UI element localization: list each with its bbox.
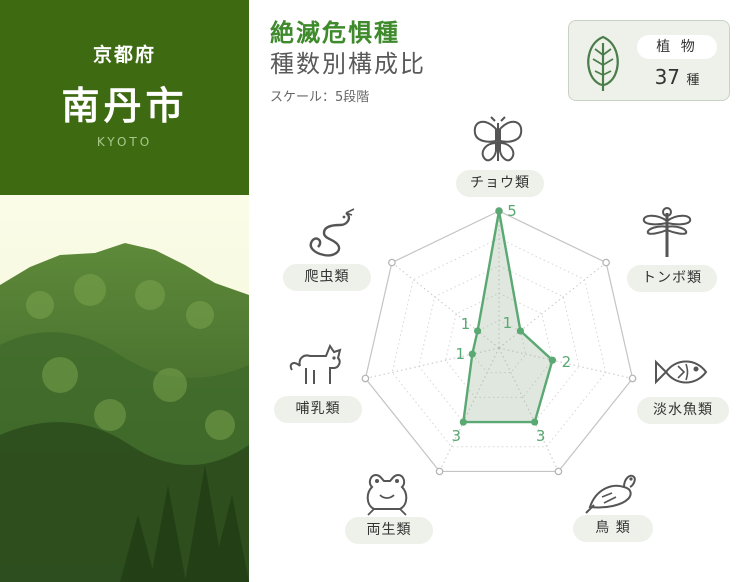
data-point-6 <box>473 327 482 335</box>
city-title-block: 京都府 南丹市 KYOTO <box>0 0 249 195</box>
radar-grid-ring <box>471 320 527 374</box>
data-point-3 <box>531 418 539 426</box>
fish-icon <box>655 359 708 385</box>
radar-axis-end-dot <box>628 374 637 383</box>
category-label-0: チョウ類 <box>456 170 544 197</box>
data-value-label-4: 3 <box>452 427 462 445</box>
romaji-label: KYOTO <box>96 135 153 149</box>
plant-count: 37 種 <box>637 65 717 89</box>
city-name: 南丹市 <box>61 84 188 128</box>
forest-photo <box>0 195 249 582</box>
radar-spoke <box>498 347 559 472</box>
category-label-4: 両生類 <box>345 517 433 544</box>
radar-axis-end-dot <box>554 467 563 476</box>
radar-spoke <box>391 262 500 349</box>
data-value-label-1: 1 <box>503 314 513 332</box>
prefecture-name: 京都府 <box>92 44 156 66</box>
radar-grid-ring <box>391 237 607 448</box>
butterfly-icon <box>473 116 523 162</box>
plant-count-unit: 種 <box>686 73 700 88</box>
plant-count-value: 37 <box>654 65 681 89</box>
mammal-icon <box>289 343 342 384</box>
bird-icon <box>585 474 636 514</box>
category-label-2: 淡水魚類 <box>637 397 729 424</box>
data-point-1 <box>516 327 525 335</box>
plant-label: 植 物 <box>637 35 717 59</box>
leaf-icon <box>587 35 619 91</box>
data-point-5 <box>468 350 476 358</box>
scale-note: スケール：5段階 <box>270 90 370 105</box>
data-point-2 <box>548 356 557 364</box>
data-point-4 <box>459 418 467 426</box>
category-label-3: 鳥 類 <box>573 515 653 542</box>
radar-spoke <box>439 347 500 472</box>
data-point-0 <box>495 207 503 215</box>
radar-axis-end-dot <box>435 467 444 476</box>
category-label-6: 爬虫類 <box>283 264 371 291</box>
data-value-label-6: 1 <box>461 315 471 333</box>
data-value-label-0: 5 <box>507 202 517 220</box>
radar-spoke <box>498 347 633 379</box>
left-panel: 京都府 南丹市 KYOTO <box>0 0 249 582</box>
title-line1: 絶滅危惧種 <box>270 19 400 47</box>
radar-outer-ring <box>364 210 634 473</box>
plant-total-card: 植 物 37 種 <box>568 20 730 101</box>
data-value-label-5: 1 <box>456 345 466 363</box>
category-label-5: 哺乳類 <box>274 396 362 423</box>
radar-spoke <box>498 262 607 349</box>
radar-axis-end-dot <box>602 258 610 267</box>
radar-chart: 5 1 2 3 3 1 1 <box>361 202 637 476</box>
chart-heading: 絶滅危惧種 種数別構成比 スケール：5段階 <box>270 18 426 105</box>
radar-spoke <box>365 347 500 379</box>
radar-axis-end-dot <box>388 258 396 267</box>
category-label-1: トンボ類 <box>627 265 717 292</box>
series-area <box>462 209 554 424</box>
data-value-label-2: 2 <box>562 353 572 371</box>
dragonfly-icon <box>642 207 692 257</box>
radar-grid-ring <box>445 292 553 398</box>
radar-axis-end-dot <box>361 374 370 383</box>
snake-icon <box>309 208 355 257</box>
frog-icon <box>366 473 408 516</box>
data-value-label-3: 3 <box>536 427 546 445</box>
title-line2: 種数別構成比 <box>270 50 426 78</box>
